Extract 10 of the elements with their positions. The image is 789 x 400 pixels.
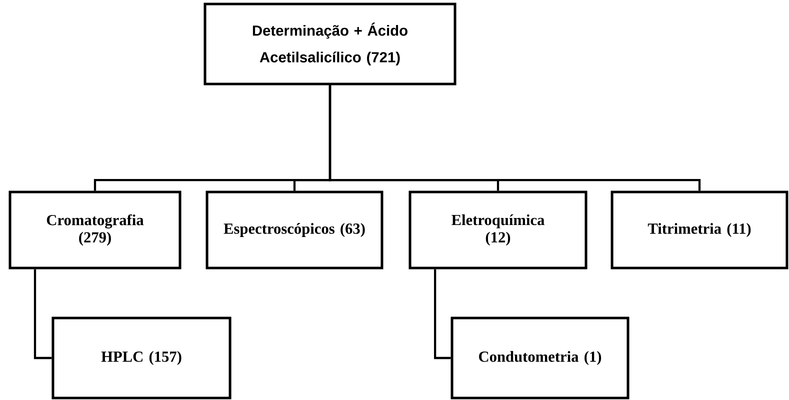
connector-line xyxy=(328,85,701,191)
category-box: Espectroscópicos (63) xyxy=(206,190,384,270)
category-box: Determinação + Ácido Acetilsalicílico (721) xyxy=(204,2,456,86)
category-box: HPLC (157) xyxy=(52,316,232,400)
category-box: Cromatografia (279) xyxy=(8,190,182,270)
category-box: Titrimetria (11) xyxy=(610,190,788,270)
connector-line xyxy=(434,269,451,360)
connector-line xyxy=(34,269,52,360)
category-box: Condutometria (1) xyxy=(450,316,630,400)
category-box: Eletroquímica (12) xyxy=(408,190,588,270)
